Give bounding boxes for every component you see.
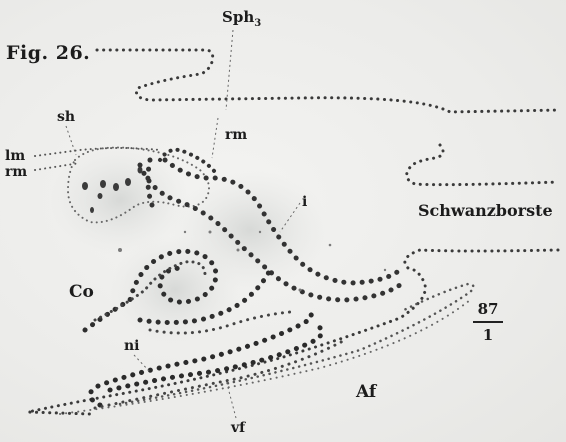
figure-title: Fig. 26. [6, 44, 90, 63]
label-rm-top: rm [225, 128, 247, 142]
label-lm: lm [5, 149, 25, 163]
label-sph-text: Sph [222, 8, 254, 26]
leader-ni [134, 355, 150, 372]
membrane-top [97, 50, 560, 112]
label-sph: Sph3 [222, 10, 261, 29]
magnification-numerator: 87 [471, 300, 505, 318]
fraction-bar [473, 321, 503, 323]
magnification-denominator: 1 [471, 326, 505, 344]
membrane-schwanz-upper [407, 145, 558, 185]
label-i: i [302, 195, 307, 209]
label-schwanzborste: Schwanzborste [418, 203, 553, 219]
label-vf: vf [231, 421, 245, 435]
label-sh: sh [57, 110, 75, 124]
label-co: Co [69, 284, 94, 301]
label-rm-left: rm [5, 165, 27, 179]
label-af: Af [356, 384, 376, 401]
label-ni: ni [124, 339, 140, 353]
label-sph-subscript: 3 [254, 18, 261, 29]
leader-rm-top [212, 118, 218, 158]
magnification-fraction: 87 1 [471, 300, 505, 344]
tissue-shading-body [170, 170, 330, 290]
